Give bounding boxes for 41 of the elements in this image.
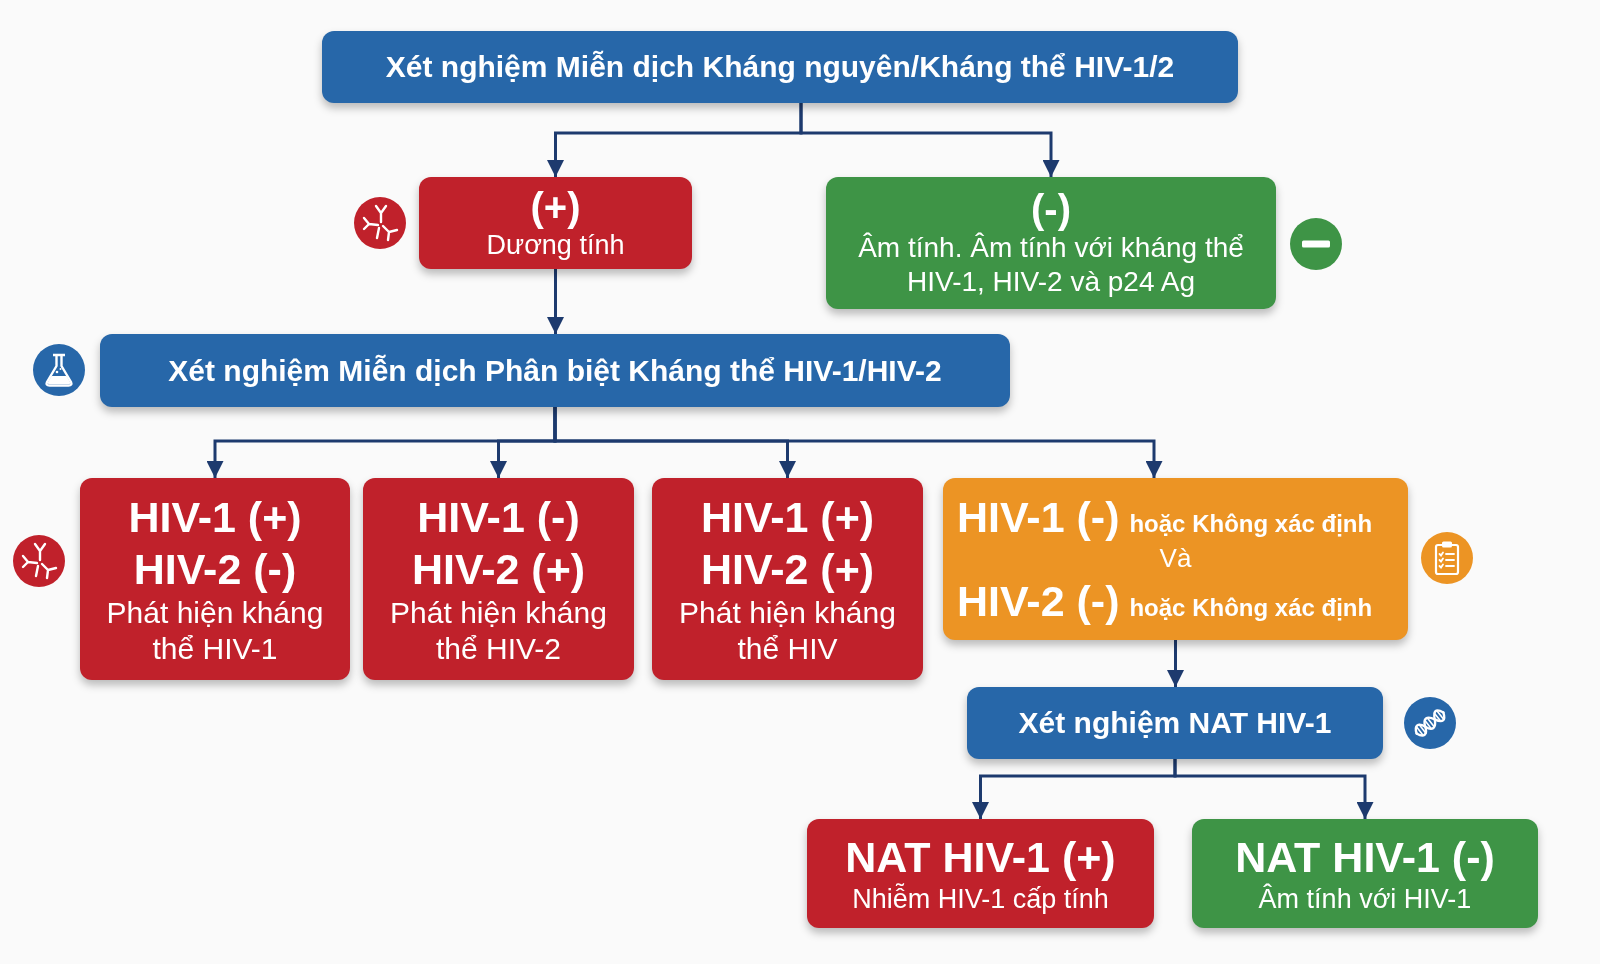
result-text: Âm tính với HIV-1	[1258, 883, 1472, 917]
conjunction-text: Và	[1159, 543, 1192, 575]
positive-result-box	[807, 819, 1154, 928]
arrow	[799, 103, 1060, 177]
arrow	[1173, 759, 1374, 819]
result-qualifier: hoặc Không xác định	[1129, 509, 1373, 539]
test-box	[322, 31, 1238, 103]
arrow	[553, 407, 1163, 478]
result-heading: NAT HIV-1 (-)	[1235, 831, 1495, 883]
result-sign: (+)	[530, 184, 581, 229]
result-text: Phát hiện kháng thể HIV-2	[389, 595, 608, 668]
positive-result-box	[652, 478, 923, 680]
step-title: Xét nghiệm NAT HIV-1	[1018, 705, 1332, 741]
result-heading: HIV-2 (+)	[700, 544, 875, 595]
result-text: Phát hiện kháng thể HIV-1	[105, 595, 325, 668]
result-heading: HIV-1 (-)	[417, 491, 580, 543]
result-text: Nhiễm HIV-1 cấp tính	[852, 883, 1109, 917]
step-title: Xét nghiệm Miễn dịch Phân biệt Kháng thể HIV-1/HIV-2	[168, 352, 942, 389]
result-heading: HIV-1 (+)	[700, 491, 875, 543]
result-text: Dương tính	[486, 229, 625, 262]
negative-result-box	[826, 177, 1276, 309]
positive-result-box	[363, 478, 634, 680]
result-heading: HIV-1 (+)	[128, 491, 302, 543]
test-box	[967, 687, 1383, 759]
arrow	[547, 269, 564, 334]
result-text: Âm tính. Âm tính với kháng thể HIV-1, HIV-2 và p24 Ag	[857, 231, 1245, 299]
test-box	[100, 334, 1010, 407]
result-heading: HIV-2 (+)	[411, 544, 586, 595]
result-heading: NAT HIV-1 (+)	[845, 831, 1116, 883]
result-qualifier: hoặc Không xác định	[1129, 593, 1373, 623]
result-text: Phát hiện kháng thể HIV	[678, 595, 897, 668]
result-heading: HIV-1 (-)	[957, 491, 1120, 543]
step-title: Xét nghiệm Miễn dịch Kháng nguyên/Kháng thể HIV-1/2	[385, 49, 1175, 85]
positive-result-box	[80, 478, 350, 680]
result-heading: HIV-2 (-)	[133, 544, 297, 595]
positive-result-box	[419, 177, 692, 269]
arrow	[1167, 640, 1184, 687]
result-sign: (-)	[1031, 186, 1071, 231]
indeterminate-result-box	[943, 478, 1408, 640]
result-heading: HIV-2 (-)	[957, 575, 1120, 627]
negative-result-box	[1192, 819, 1538, 928]
